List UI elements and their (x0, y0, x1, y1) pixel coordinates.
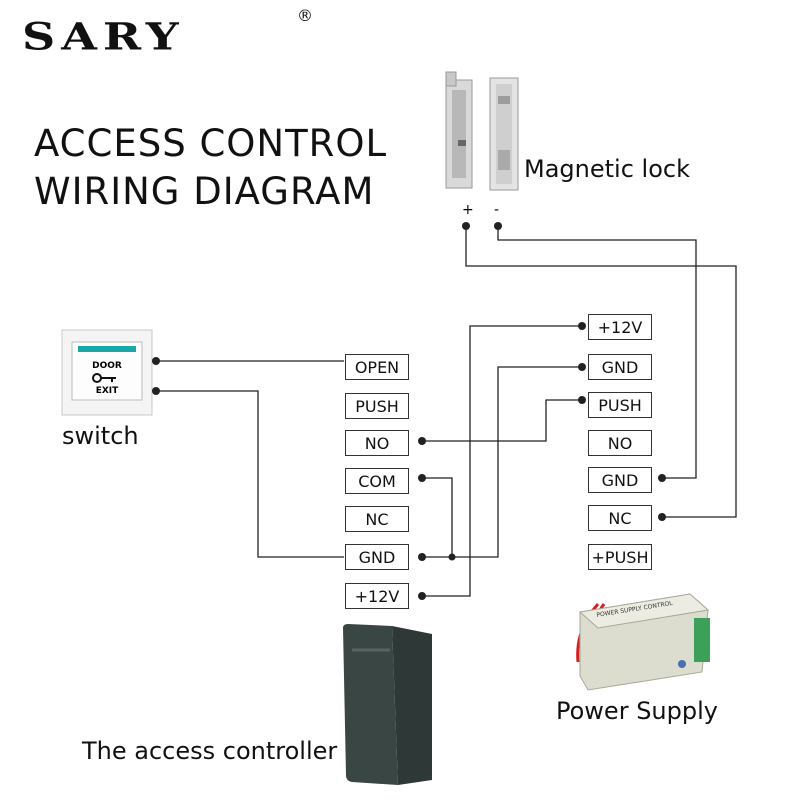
power-terminal-plus-push: +PUSH (588, 544, 652, 570)
power-terminal-push: PUSH (588, 392, 652, 418)
power-supply-label: Power Supply (556, 697, 718, 725)
power-terminal-nc: NC (588, 505, 652, 531)
power-supply-icon (576, 593, 710, 691)
magnetic-lock-label: Magnetic lock (524, 155, 690, 183)
controller-terminal-com: COM (345, 468, 409, 494)
controller-terminal-gnd: GND (345, 544, 409, 570)
controller-terminal-no: NO (345, 430, 409, 456)
access-controller-label: The access controller (82, 737, 338, 765)
exit-switch-icon: DOOR EXIT (61, 329, 153, 416)
switch-label: switch (62, 422, 139, 450)
access-controller-icon (343, 624, 432, 785)
power-terminal-12v: +12V (588, 314, 652, 340)
magnetic-lock-icon (445, 71, 519, 191)
lock-plus-label: + (462, 202, 474, 218)
controller-terminal-open: OPEN (345, 354, 409, 380)
diagram-title: ACCESS CONTROL WIRING DIAGRAM (34, 120, 387, 216)
power-terminal-no: NO (588, 430, 652, 456)
title-line-1: ACCESS CONTROL (34, 122, 388, 165)
power-terminal-gnd: GND (588, 354, 652, 380)
brand-logo: SARY (22, 14, 185, 59)
exit-button-top-text: DOOR (92, 361, 122, 371)
exit-button-bottom-text: EXIT (96, 386, 119, 396)
controller-terminal-12v: +12V (345, 583, 409, 609)
lock-minus-label: - (494, 202, 499, 218)
controller-terminal-nc: NC (345, 506, 409, 532)
power-terminal-gnd-2: GND (588, 467, 652, 493)
controller-terminal-push: PUSH (345, 393, 409, 419)
registered-mark: ® (297, 6, 313, 25)
title-line-2: WIRING DIAGRAM (34, 170, 375, 213)
